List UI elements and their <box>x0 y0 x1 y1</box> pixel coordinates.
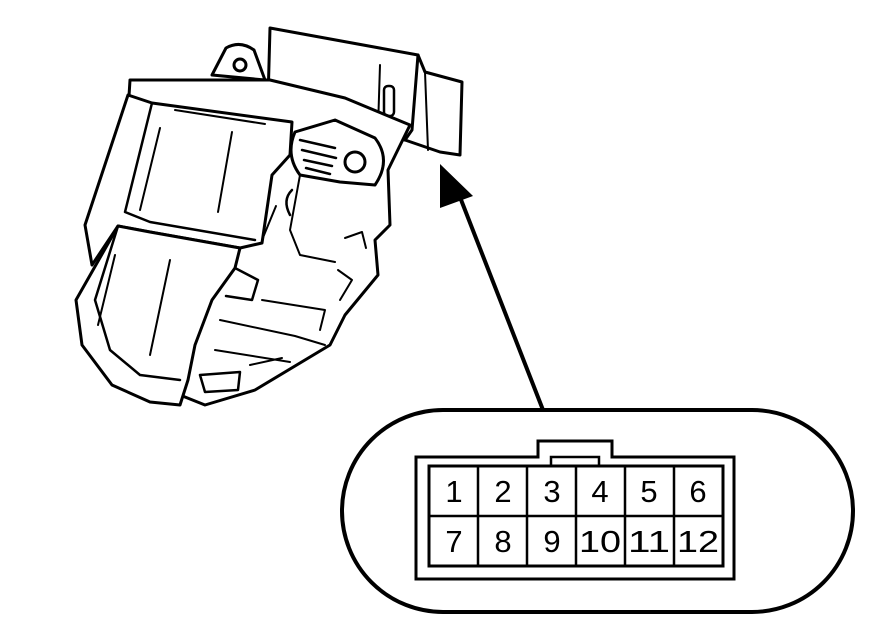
pin-label: 7 <box>445 524 462 559</box>
pin-labels: 1 2 3 4 5 6 7 8 9 10 11 12 <box>445 474 719 559</box>
connector-latch <box>549 455 601 466</box>
pin-label: 4 <box>591 474 608 509</box>
pin-label: 2 <box>494 474 511 509</box>
pointer-arrow-shaft <box>456 191 545 411</box>
switch-assembly-illustration <box>74 26 464 407</box>
pointer-arrow <box>440 164 545 411</box>
pin-label: 12 <box>677 524 719 559</box>
switch-connector-face <box>403 53 420 142</box>
pin-label: 5 <box>640 474 657 509</box>
pin-label: 1 <box>445 474 462 509</box>
pin-label: 9 <box>543 524 560 559</box>
switch-connector-slot <box>382 84 396 118</box>
pin-label: 6 <box>689 474 706 509</box>
pin-label: 10 <box>579 524 621 559</box>
connector-callout: 1 2 3 4 5 6 7 8 9 10 11 12 <box>340 408 855 614</box>
pin-label: 8 <box>494 524 511 559</box>
pointer-arrow-head <box>440 164 473 208</box>
pin-label: 11 <box>628 524 670 559</box>
pin-label: 3 <box>543 474 560 509</box>
pin-grid-lines <box>429 466 723 566</box>
upper-rocker-button <box>83 93 294 267</box>
